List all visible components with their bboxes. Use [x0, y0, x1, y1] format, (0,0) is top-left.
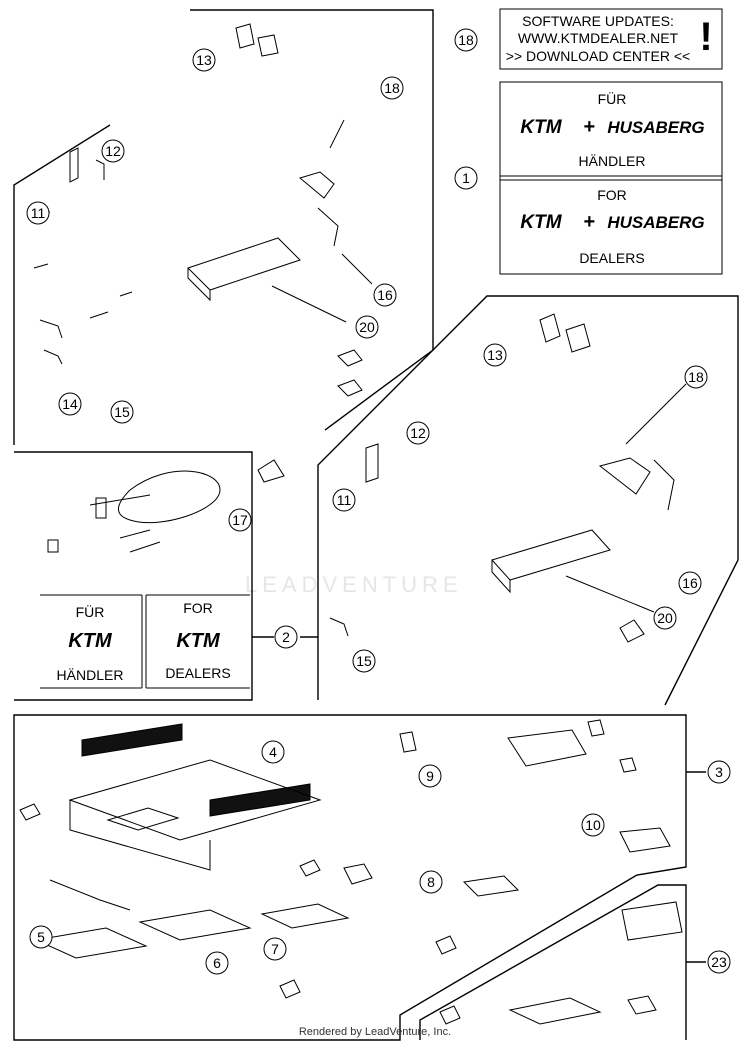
group-a-frame: [13, 9, 434, 445]
husaberg-logo: HUSABERG: [607, 118, 704, 137]
callout-12-a: 12: [105, 143, 121, 159]
software-update-box: SOFTWARE UPDATES: WWW.KTMDEALER.NET >> D…: [499, 8, 723, 70]
exclamation-icon: !: [699, 15, 712, 59]
callout-20-a: 20: [359, 319, 375, 335]
callout-8: 8: [427, 874, 435, 890]
callout-15-a: 15: [114, 404, 130, 420]
callout-18-c: 18: [688, 369, 704, 385]
callout-1: 1: [462, 170, 470, 186]
dealer-2-left-top: FÜR: [76, 603, 105, 620]
plus-sign-2: +: [583, 211, 595, 233]
callout-16-a: 16: [377, 287, 393, 303]
dealer-box-1: FÜR KTM + HUSABERG HÄNDLER FOR KTM + HUS…: [499, 81, 723, 275]
dealer-2-right-top: FOR: [183, 600, 213, 616]
group-3-frame: [13, 714, 687, 1041]
plus-sign: +: [583, 116, 595, 138]
callout-16-c: 16: [682, 575, 698, 591]
dealer-2-right-bottom: DEALERS: [165, 665, 230, 681]
callout-11-a: 11: [31, 205, 46, 221]
callout-10: 10: [585, 817, 601, 833]
callout-2: 2: [282, 629, 290, 645]
callout-13-a: 13: [196, 52, 212, 68]
ktm-logo-3: KTM: [68, 630, 113, 652]
dealer-box-2: FÜR KTM HÄNDLER FOR KTM DEALERS: [40, 594, 250, 689]
footer-credit: Rendered by LeadVenture, Inc.: [298, 1026, 452, 1038]
dealer-1-top: FÜR: [598, 90, 627, 107]
dealer-1-bottom: HÄNDLER: [579, 153, 646, 169]
callout-17: 17: [232, 512, 248, 528]
callout-11-c: 11: [337, 492, 352, 508]
dealer-1-bottom-en: DEALERS: [579, 250, 644, 266]
ktm-logo: KTM: [520, 117, 562, 138]
callout-13-c: 13: [487, 347, 503, 363]
callout-18-software: 18: [458, 32, 474, 48]
group-b-frame: [14, 451, 253, 701]
callout-20-c: 20: [657, 610, 673, 626]
callout-12-c: 12: [410, 425, 426, 441]
callout-3: 3: [715, 764, 723, 780]
callout-14: 14: [62, 396, 78, 412]
part-sketches: [19, 23, 687, 1025]
callout-4: 4: [269, 744, 277, 760]
callout-23: 23: [711, 954, 727, 970]
callout-18-a: 18: [384, 80, 400, 96]
ktm-logo-4: KTM: [176, 630, 221, 652]
callout-6: 6: [213, 955, 221, 971]
dealer-2-left-bottom: HÄNDLER: [57, 667, 124, 683]
software-line-1: SOFTWARE UPDATES:: [522, 13, 674, 29]
callout-9: 9: [426, 768, 434, 784]
callout-7: 7: [271, 941, 279, 957]
software-line-3: >> DOWNLOAD CENTER <<: [506, 48, 690, 64]
group-c-frame: [317, 295, 739, 706]
callout-5: 5: [37, 929, 45, 945]
callout-15-c: 15: [356, 653, 372, 669]
watermark: LEADVENTURE: [245, 572, 463, 597]
software-line-2: WWW.KTMDEALER.NET: [518, 30, 679, 46]
husaberg-logo-2: HUSABERG: [607, 213, 704, 232]
ktm-logo-2: KTM: [520, 212, 562, 233]
group-23-frame: [419, 884, 687, 1040]
dealer-1-top-en: FOR: [597, 187, 627, 203]
